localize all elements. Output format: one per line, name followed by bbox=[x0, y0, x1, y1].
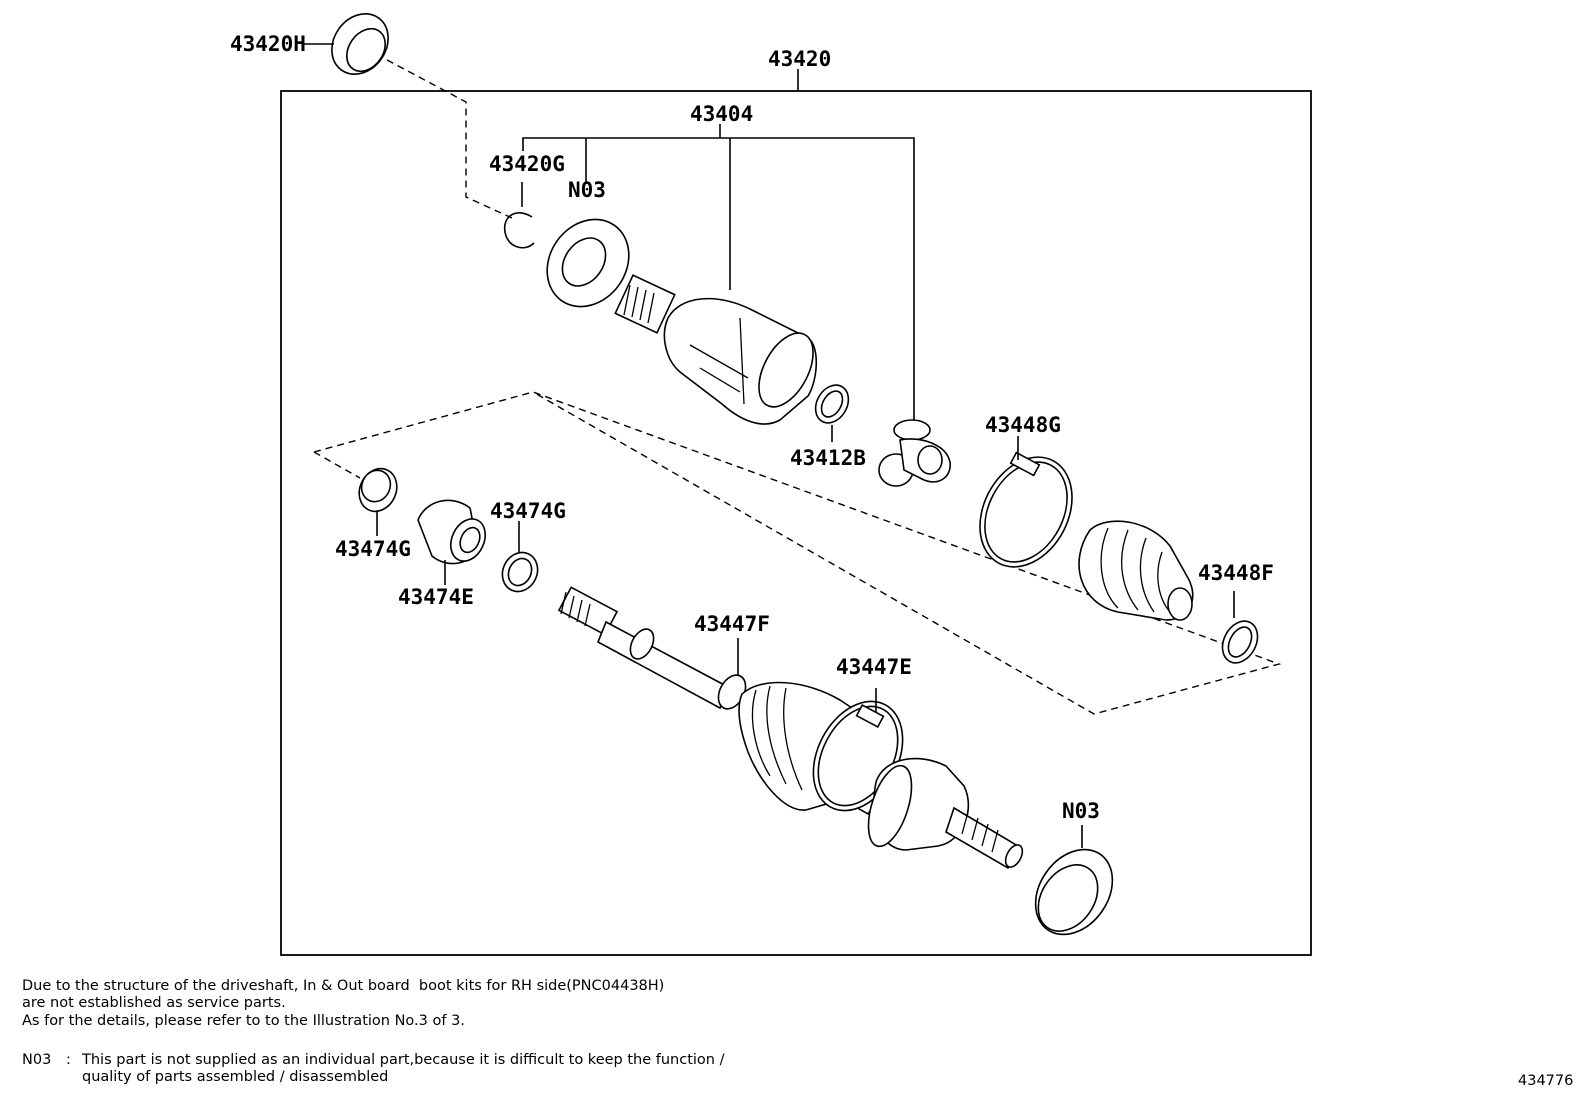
illustration-number: 434776 bbox=[1518, 1073, 1574, 1089]
part-seal-N03-bottom bbox=[1034, 848, 1114, 936]
part-dust-seal-43420H bbox=[331, 13, 389, 75]
callout-43474E: 43474E bbox=[398, 585, 474, 609]
note-n03-text-2: quality of parts assembled / disassemble… bbox=[82, 1069, 389, 1085]
callout-43404: 43404 bbox=[690, 102, 753, 126]
note-n03-text-1: This part is not supplied as an individu… bbox=[82, 1052, 725, 1068]
note-line-2: are not established as service parts. bbox=[22, 995, 286, 1011]
part-ring-43474G-left bbox=[358, 467, 398, 513]
callout-N03-bottom: N03 bbox=[1062, 799, 1100, 823]
callout-43448G: 43448G bbox=[985, 413, 1061, 437]
part-inboard-boot bbox=[1078, 520, 1194, 621]
part-tripod-joint bbox=[878, 419, 951, 487]
part-outboard-joint bbox=[867, 757, 1024, 870]
part-ring-43474G-right bbox=[501, 551, 539, 593]
callout-43448F: 43448F bbox=[1198, 561, 1274, 585]
note-n03-separator: : bbox=[66, 1052, 71, 1068]
callout-43420: 43420 bbox=[768, 47, 831, 71]
part-washer-N03 bbox=[546, 218, 630, 308]
callout-43412B: 43412B bbox=[790, 446, 866, 470]
callout-43447E: 43447E bbox=[836, 655, 912, 679]
part-damper-43474E bbox=[417, 499, 487, 565]
part-boot-clamp-43448F bbox=[1221, 620, 1259, 664]
callout-43447F: 43447F bbox=[694, 612, 770, 636]
part-inboard-joint-43404 bbox=[614, 274, 818, 425]
callout-43420G: 43420G bbox=[489, 152, 565, 176]
note-line-3: As for the details, please refer to to t… bbox=[22, 1013, 465, 1029]
part-boot-clamp-43448G bbox=[979, 451, 1073, 568]
note-n03-key: N03 bbox=[22, 1052, 52, 1068]
callout-43474G-left: 43474G bbox=[335, 537, 411, 561]
callout-43420H: 43420H bbox=[230, 32, 306, 56]
assembly-frame bbox=[280, 90, 1312, 956]
callout-43474G-right: 43474G bbox=[490, 499, 566, 523]
boot-kit-dashed-outline bbox=[313, 391, 1282, 715]
part-circlip-43412B bbox=[814, 384, 850, 424]
part-snap-ring-43420G bbox=[503, 212, 535, 249]
callout-N03-top: N03 bbox=[568, 178, 606, 202]
note-line-1: Due to the structure of the driveshaft, … bbox=[22, 978, 665, 994]
